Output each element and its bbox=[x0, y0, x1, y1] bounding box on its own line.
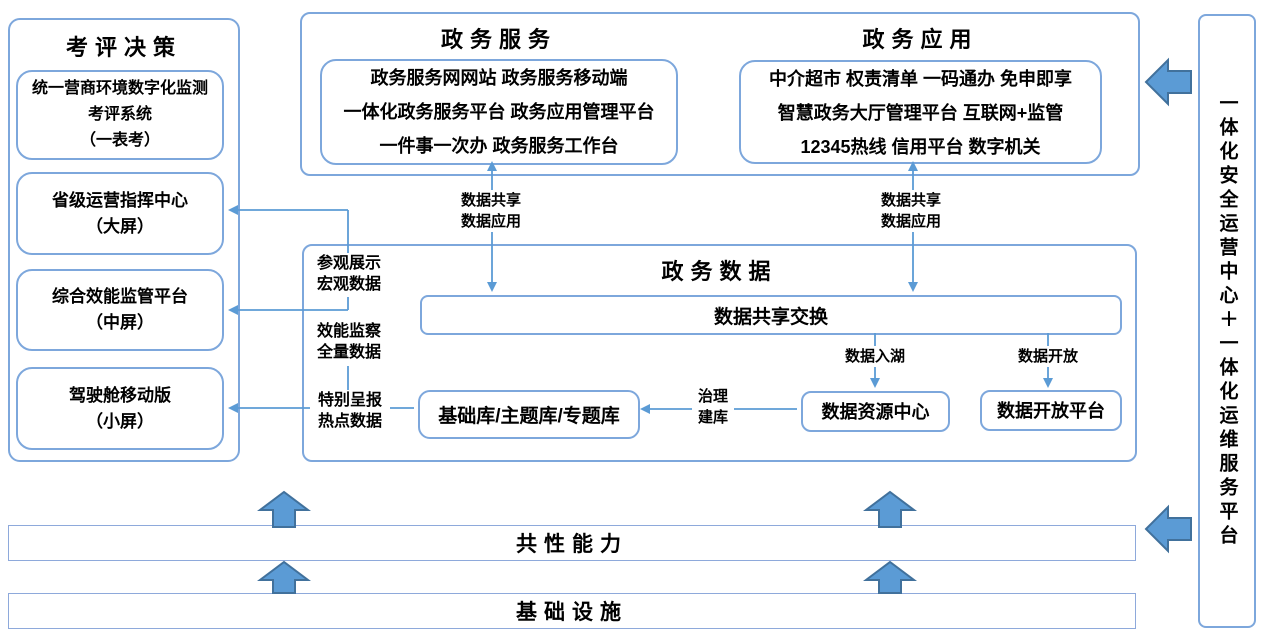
label-line: 数据共享 bbox=[880, 192, 941, 209]
data-resource-center-box: 数据资源中心 bbox=[801, 391, 950, 432]
label-line: 全量数据 bbox=[316, 344, 381, 361]
label-line: 数据应用 bbox=[460, 213, 521, 230]
box-line: 省级运营指挥中心 bbox=[52, 190, 188, 210]
base-db-box: 基础库/主题库/专题库 bbox=[418, 390, 640, 439]
cockpit-mobile-box: 驾驶舱移动版 （小屏） bbox=[16, 367, 224, 450]
up-block-arrow-icon bbox=[863, 490, 917, 528]
label-line: 宏观数据 bbox=[316, 276, 381, 293]
down-arrowhead-icon bbox=[908, 282, 918, 292]
security-ops-maintenance-panel: 一体化安全运营中心＋一体化运维服务平台 bbox=[1198, 14, 1256, 628]
government-data-panel: 政务数据 数据共享交换 基础库/主题库/专题库 数据资源中心 数据开放平台 bbox=[302, 244, 1137, 462]
up-arrowhead-icon bbox=[487, 161, 497, 171]
left-arrowhead-icon bbox=[228, 305, 238, 315]
up-arrowhead-icon bbox=[908, 161, 918, 171]
infrastructure-bar: 基础设施 bbox=[8, 593, 1136, 629]
evaluation-panel: 考评决策 统一营商环境数字化监测 考评系统 （一表考） 省级运营指挥中心 （大屏… bbox=[8, 18, 240, 462]
label-line: 建库 bbox=[697, 409, 728, 426]
data-lake-label: 数据入湖 bbox=[838, 346, 912, 367]
data-open-label: 数据开放 bbox=[1011, 346, 1085, 367]
box-line: 考评系统 bbox=[87, 106, 152, 123]
box-line: 智慧政务大厅管理平台 互联网+监管 bbox=[777, 103, 1064, 123]
label-line: 治理 bbox=[697, 388, 728, 405]
box-line: 一体化政务服务平台 政务应用管理平台 bbox=[343, 102, 655, 122]
display-macro-label: 参观展示 宏观数据 bbox=[309, 253, 389, 295]
left-block-arrow-icon bbox=[1144, 57, 1192, 107]
down-arrowhead-icon bbox=[487, 282, 497, 292]
left-arrowhead-icon bbox=[228, 403, 238, 413]
government-data-title: 政务数据 bbox=[661, 259, 778, 284]
efficiency-full-label: 效能监察 全量数据 bbox=[309, 321, 389, 363]
box-line: （小屏） bbox=[86, 411, 154, 431]
applications-title: 政务应用 bbox=[862, 27, 979, 52]
box-line: 一件事一次办 政务服务工作台 bbox=[379, 136, 619, 156]
box-line: （一表考） bbox=[79, 132, 160, 149]
box-line: （中屏） bbox=[86, 313, 154, 332]
box-line: 12345热线 信用平台 数字机关 bbox=[800, 137, 1041, 157]
share-apply-label-left: 数据共享 数据应用 bbox=[453, 190, 529, 232]
label-line: 数据共享 bbox=[460, 192, 521, 209]
box-line: 综合效能监管平台 bbox=[52, 287, 188, 306]
services-box: 政务服务网网站 政务服务移动端 一体化政务服务平台 政务应用管理平台 一件事一次… bbox=[320, 59, 678, 165]
down-arrowhead-icon bbox=[1043, 378, 1053, 388]
govern-build-label: 治理 建库 bbox=[692, 386, 734, 428]
left-arrowhead-icon bbox=[640, 404, 650, 414]
up-block-arrow-icon bbox=[863, 560, 917, 594]
common-capability-bar: 共性能力 bbox=[8, 525, 1136, 561]
efficiency-supervision-platform-box: 综合效能监管平台 （中屏） bbox=[16, 269, 224, 351]
evaluation-panel-title: 考评决策 bbox=[65, 35, 182, 60]
box-line: 政务服务网网站 政务服务移动端 bbox=[370, 68, 628, 88]
label-line: 效能监察 bbox=[316, 323, 381, 340]
left-arrowhead-icon bbox=[228, 205, 238, 215]
box-line: 统一营商环境数字化监测 bbox=[31, 80, 208, 97]
box-line: （大屏） bbox=[86, 216, 154, 236]
up-block-arrow-icon bbox=[257, 490, 311, 528]
data-exchange-bar: 数据共享交换 bbox=[420, 295, 1122, 335]
box-line: 驾驶舱移动版 bbox=[69, 385, 171, 405]
label-line: 热点数据 bbox=[317, 413, 382, 430]
label-line: 特别呈报 bbox=[317, 392, 382, 409]
applications-box: 中介超市 权责清单 一码通办 免申即享 智慧政务大厅管理平台 互联网+监管 12… bbox=[739, 60, 1102, 164]
special-hot-label: 特别呈报 热点数据 bbox=[310, 390, 390, 432]
data-open-platform-box: 数据开放平台 bbox=[980, 390, 1122, 431]
down-arrowhead-icon bbox=[870, 378, 880, 388]
services-applications-panel: 政务服务 政务服务网网站 政务服务移动端 一体化政务服务平台 政务应用管理平台 … bbox=[300, 12, 1140, 176]
provincial-command-center-box: 省级运营指挥中心 （大屏） bbox=[16, 172, 224, 255]
left-block-arrow-icon bbox=[1144, 504, 1192, 554]
label-line: 参观展示 bbox=[316, 255, 381, 272]
unified-monitoring-system-box: 统一营商环境数字化监测 考评系统 （一表考） bbox=[16, 70, 224, 160]
label-line: 数据应用 bbox=[880, 213, 941, 230]
up-block-arrow-icon bbox=[257, 560, 311, 594]
services-title: 政务服务 bbox=[440, 27, 557, 52]
share-apply-label-right: 数据共享 数据应用 bbox=[873, 190, 949, 232]
box-line: 中介超市 权责清单 一码通办 免申即享 bbox=[768, 69, 1072, 89]
